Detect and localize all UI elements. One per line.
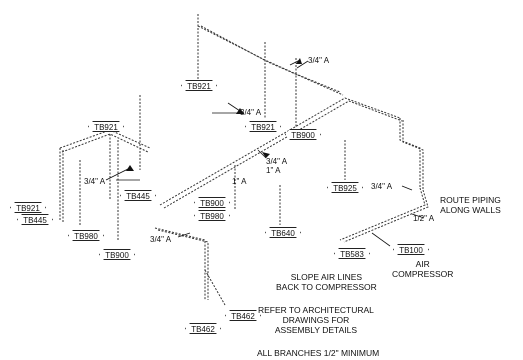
tag-tb900-mid: TB900	[194, 197, 230, 208]
leader-line	[401, 185, 413, 191]
leader-line	[177, 232, 191, 238]
arrow-head	[126, 165, 134, 171]
leader-line	[296, 60, 309, 69]
note-branches: ALL BRANCHES 1/2" MINIMUM	[257, 348, 380, 358]
pipe-run	[197, 25, 341, 93]
tag-tb100: TB100	[393, 244, 429, 255]
tag-tb921-left: TB921	[88, 121, 124, 132]
leader-line	[257, 149, 267, 159]
size-label: 1" A	[266, 166, 281, 175]
tag-tb445-a: TB445	[120, 190, 156, 201]
pipe-run	[402, 120, 424, 190]
pipe-trunk	[163, 100, 403, 209]
size-label: 3/4" A	[266, 157, 288, 166]
note-slope: SLOPE AIR LINES BACK TO COMPRESSOR	[276, 272, 377, 292]
tag-tb900-top: TB900	[285, 129, 321, 140]
size-label: 1" A	[232, 177, 247, 186]
tag-tb980-b: TB980	[194, 210, 230, 221]
tag-tb925: TB925	[327, 182, 363, 193]
leader-line	[411, 213, 425, 219]
note-route-piping: ROUTE PIPING ALONG WALLS	[440, 195, 501, 215]
tag-tb980-a: TB980	[68, 230, 104, 241]
tag-tb462-b: TB462	[185, 323, 221, 334]
tag-tb921-top: TB921	[181, 80, 217, 91]
arrow-head	[262, 152, 270, 158]
pipe-run	[339, 187, 426, 241]
note-air-compressor: AIR COMPRESSOR	[392, 259, 454, 279]
leader-line	[105, 167, 131, 181]
pipe-run	[200, 25, 344, 96]
tag-tb445-b: TB445	[17, 214, 53, 225]
size-label: 3/4" A	[84, 177, 106, 186]
tag-tb462-a: TB462	[225, 310, 261, 321]
tag-tb640: TB640	[265, 227, 301, 238]
tag-tb900-low: TB900	[99, 249, 135, 260]
size-label: 3/4" A	[308, 56, 330, 65]
pipe-trunk	[159, 97, 401, 206]
size-label: 3/4" A	[371, 182, 393, 191]
pipe-run	[399, 118, 421, 188]
size-label: 3/4" A	[150, 235, 172, 244]
tag-tb583: TB583	[334, 248, 370, 259]
pipe-run	[343, 189, 429, 243]
size-label: 1/2" A	[413, 214, 435, 223]
size-label: 3/4" A	[240, 108, 262, 117]
tag-tb921-mid: TB921	[245, 121, 281, 132]
leader-line	[371, 232, 391, 247]
tag-tb921-far: TB921	[10, 202, 46, 213]
leader-line	[227, 102, 241, 112]
note-refer: REFER TO ARCHITECTURAL DRAWINGS FOR ASSE…	[258, 305, 374, 335]
arrow-head	[236, 108, 244, 114]
pipe-run	[154, 227, 206, 300]
arrow-head	[296, 58, 302, 64]
pipe-run	[59, 129, 151, 149]
